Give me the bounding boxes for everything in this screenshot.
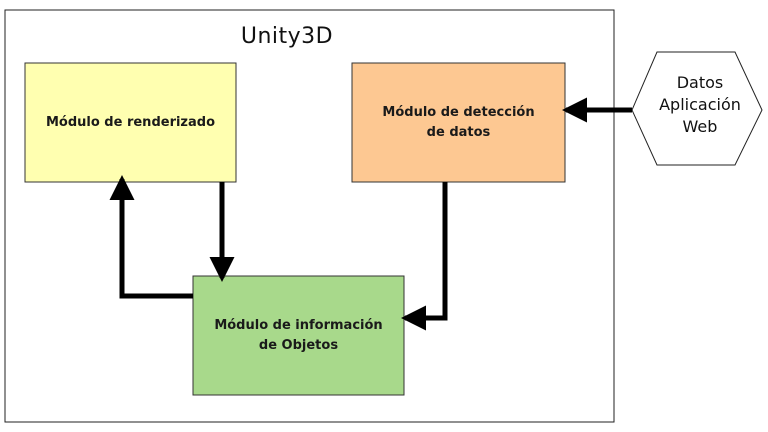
arrow-detection-to-info [400,182,448,331]
detection-module-label: Módulo de detección de datos [352,63,565,182]
info-module-text-line1: Módulo de información [214,317,383,333]
info-module-text-line2: de Objetos [258,337,339,353]
external-data-line2: Aplicación [659,95,741,114]
render-module-label: Módulo de renderizado [25,63,236,182]
arrow-info-to-render [109,174,193,299]
detection-module-text-line1: Módulo de detección [382,104,535,120]
render-module-box [24,62,237,183]
external-data-line3: Web [682,117,718,136]
unity3d-label: Unity3D [240,24,334,49]
info-module-box [192,275,405,396]
render-module-text: Módulo de renderizado [45,114,216,130]
external-data-label: Datos Aplicación Web [640,72,760,138]
external-data-line1: Datos [676,73,724,92]
detection-module-text-line2: de datos [426,124,491,140]
detection-module-box [351,62,566,183]
info-module-label: Módulo de información de Objetos [193,276,404,395]
